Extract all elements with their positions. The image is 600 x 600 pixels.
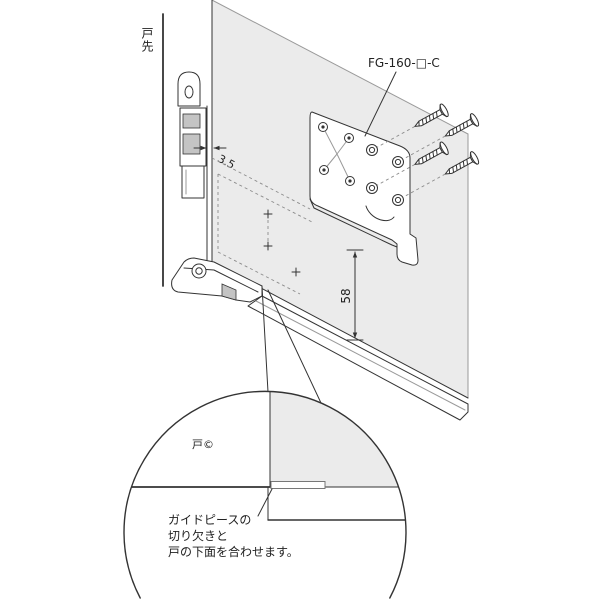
screw-head — [439, 141, 449, 156]
floor-guide-piece — [171, 257, 263, 303]
magnifier-outline — [123, 390, 407, 599]
screw-paths — [377, 126, 446, 198]
countersunk-hole-inner — [394, 196, 402, 204]
plate-hole-center — [322, 168, 326, 172]
detail-door-label: 戸© — [192, 438, 214, 451]
door-top-edge — [211, 0, 469, 135]
screw-3 — [414, 141, 449, 165]
screw-thread — [448, 158, 469, 174]
magnifier-background — [123, 391, 406, 598]
plate-hole-center — [347, 136, 351, 140]
floor-rail-groove — [255, 300, 466, 411]
part-number-callout: FG-160-□-C — [364, 56, 440, 137]
screw-thread — [418, 111, 438, 127]
detail-callout-lines — [261, 285, 322, 404]
detail-note-leader — [257, 488, 273, 517]
floor-rail — [247, 295, 469, 421]
screw-path-line — [403, 173, 446, 198]
callout-line-right — [267, 289, 322, 404]
edge-guide-slot-upper — [182, 113, 201, 129]
plate-notch — [365, 205, 395, 221]
screw-1 — [414, 103, 449, 127]
alignment-line — [211, 157, 311, 210]
plate-thickness-edge — [309, 198, 398, 248]
edge-guide-lower-body — [181, 165, 205, 199]
edge-guide-screw-hole — [184, 85, 194, 99]
plate-hole-center — [348, 179, 352, 183]
countersunk-hole-inner — [394, 158, 402, 166]
detail-door-face — [270, 391, 406, 487]
part-number-leader — [364, 71, 397, 137]
screw-head — [470, 113, 480, 127]
countersunk-hole-inner — [368, 146, 376, 154]
countersunk-hole-inner — [368, 184, 376, 192]
detail-guide-notch — [270, 481, 326, 489]
detail-note-line-2: 切り欠きと — [168, 528, 228, 543]
position-cross-mark — [263, 241, 273, 251]
detail-note-line-1: ガイドピースの — [168, 513, 251, 527]
magnified-detail: 戸© ガイドピースの 切り欠きと 戸の下面を合わせます。 — [123, 390, 407, 599]
plate-face — [309, 111, 419, 266]
guide-piece-screw-hole-inner — [195, 267, 203, 275]
screw-2 — [444, 113, 480, 137]
plate-hole-center — [321, 125, 325, 129]
screw-4 — [444, 151, 480, 175]
plate-emboss-ridges — [322, 126, 351, 182]
screw-path-line — [377, 126, 416, 148]
part-number-label: FG-160-□-C — [368, 56, 440, 70]
detail-note-line-3: 戸の下面を合わせます。 — [168, 544, 299, 559]
height-dimension-label: 58 — [339, 288, 353, 303]
screw-thread — [418, 149, 438, 165]
callout-line-left — [261, 285, 269, 393]
guide-piece-tab — [221, 283, 237, 301]
position-cross-mark — [263, 209, 273, 219]
edge-guide-slot-lower — [182, 133, 201, 155]
screw-head — [439, 103, 449, 118]
screw-head — [470, 151, 480, 165]
floor-rail-body — [247, 295, 469, 421]
alignment-lines — [211, 157, 313, 295]
door-tip-label: 戸先 — [140, 27, 154, 53]
position-cross-mark — [291, 267, 301, 277]
mounting-plate — [309, 111, 419, 266]
screw-thread — [448, 120, 469, 136]
edge-guide-hardware — [177, 71, 207, 199]
screw-path-line — [403, 135, 446, 160]
height-dimension: 58 — [339, 249, 364, 341]
screw-path-line — [377, 164, 416, 186]
